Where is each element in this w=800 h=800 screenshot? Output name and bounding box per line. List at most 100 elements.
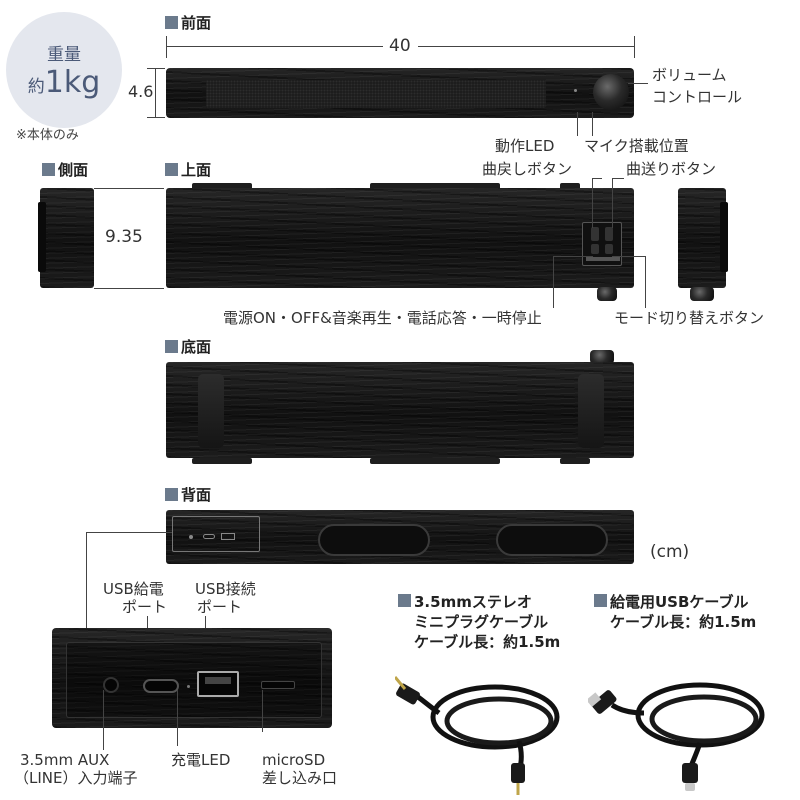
dim-height: 4.6	[128, 82, 154, 101]
label-led: 動作LED	[495, 137, 555, 155]
unit-label: (cm)	[650, 542, 690, 562]
side-panel-right	[720, 202, 728, 272]
dim-tick-bottom	[147, 117, 165, 118]
cable-usb-length: ケーブル長：約1.5m	[610, 613, 757, 631]
speaker-vent-left	[318, 524, 430, 556]
callout-line-next-h	[612, 178, 624, 179]
callout-line-power-h	[553, 256, 593, 257]
callout-line-next	[612, 178, 613, 228]
dim-line-height	[155, 68, 156, 118]
section-side: 側面	[42, 159, 88, 180]
dim-depth: 9.35	[105, 227, 143, 247]
label-microsd-2: 差し込み口	[262, 769, 338, 787]
stereo-cable-icon	[395, 676, 560, 795]
knob-edge-icon	[597, 287, 617, 301]
section-bottom: 底面	[165, 336, 211, 357]
cable-usb-title: 給電用USBケーブル	[594, 592, 756, 612]
label-prev-button: 曲戻しボタン	[482, 160, 573, 178]
cable-stereo-title: 3.5mmステレオ	[398, 592, 560, 612]
usbc-port-icon	[143, 679, 179, 693]
port-panel-zoom	[52, 628, 332, 728]
foot-bottom-center	[370, 458, 500, 464]
section-front: 前面	[165, 12, 211, 33]
speaker-back-view	[166, 510, 634, 564]
label-aux-2: （LINE）入力端子	[14, 769, 138, 787]
dim-tick-depth-bottom	[94, 288, 164, 289]
weight-title: 重量	[47, 45, 81, 65]
callout-line-mode-h	[612, 256, 645, 257]
dim-tick-left	[166, 36, 167, 58]
aux-port-icon	[103, 677, 119, 693]
speaker-front-view	[166, 68, 634, 118]
usba-port-icon	[197, 671, 239, 697]
mic-hole-icon	[574, 89, 577, 92]
callout-line-mic	[592, 112, 593, 136]
microsd-slot-icon	[261, 681, 295, 689]
foot-bottom-left	[192, 458, 252, 464]
port-panel-inner	[66, 642, 322, 718]
callout-line-volume	[628, 83, 648, 84]
dim-line-width-right	[418, 46, 634, 47]
usba-port-mini	[221, 533, 235, 540]
section-marker-icon	[594, 594, 607, 607]
callout-line-prev	[592, 178, 593, 228]
label-usb-conn-1: USB接続	[195, 580, 256, 598]
callout-line-led	[577, 112, 578, 136]
volume-knob-icon	[593, 74, 629, 110]
dim-tick-depth-top	[94, 188, 164, 189]
knob-bottom-icon	[590, 350, 614, 364]
callout-line-microsd	[262, 690, 263, 732]
speaker-bottom-view	[166, 362, 634, 458]
section-marker-icon	[165, 488, 178, 501]
control-panel	[582, 222, 622, 266]
foot-top-right	[560, 183, 580, 190]
aux-port-mini	[189, 535, 193, 539]
label-mic: マイク搭載位置	[584, 137, 689, 155]
label-aux-1: 3.5mm AUX	[20, 751, 110, 769]
foot-bottom-right	[560, 458, 590, 464]
rubber-foot-right	[578, 374, 604, 448]
foot-top-center	[370, 183, 500, 190]
usb-cable-icon	[588, 682, 765, 791]
dim-width: 40	[389, 36, 411, 56]
speaker-side-view-right	[678, 188, 728, 288]
callout-line-led-charge	[177, 690, 178, 746]
zoom-leader-h	[86, 532, 172, 533]
side-panel	[38, 202, 46, 272]
section-back: 背面	[165, 484, 211, 505]
front-grille	[206, 80, 546, 108]
label-volume-1: ボリューム	[652, 66, 727, 84]
section-top: 上面	[165, 159, 211, 180]
panel-print	[586, 257, 620, 261]
charge-led-icon	[187, 685, 190, 688]
label-charge-led: 充電LED	[171, 751, 231, 769]
power-button-icon[interactable]	[591, 244, 599, 254]
label-usb-power-1: USB給電	[103, 580, 164, 598]
section-marker-icon	[165, 163, 178, 176]
callout-line-mode	[645, 256, 646, 308]
label-power-button: 電源ON・OFF&音楽再生・電話応答・一時停止	[223, 309, 542, 327]
section-marker-icon	[165, 340, 178, 353]
speaker-side-view-left	[38, 188, 94, 288]
label-microsd-1: microSD	[262, 751, 326, 769]
callout-line-power	[553, 256, 554, 308]
label-usb-conn-2: ポート	[197, 598, 243, 616]
zoom-leader-v	[86, 532, 87, 628]
weight-value: 約1kg	[27, 65, 101, 100]
label-usb-power-2: ポート	[122, 598, 168, 616]
label-next-button: 曲送りボタン	[626, 160, 717, 178]
label-volume-2: コントロール	[652, 88, 743, 106]
prev-button-icon[interactable]	[591, 227, 599, 241]
mode-button-icon[interactable]	[605, 244, 613, 254]
foot-top-left	[192, 183, 252, 190]
dim-tick-right	[634, 36, 635, 58]
cable-stereo-subtitle: ミニプラグケーブル	[414, 613, 549, 631]
label-mode-button: モード切り替えボタン	[614, 309, 765, 327]
callout-line-prev-h	[592, 178, 602, 179]
usba-tongue	[205, 677, 231, 684]
section-marker-icon	[398, 594, 411, 607]
cable-stereo-label: 3.5mmステレオ ミニプラグケーブル ケーブル長：約1.5m	[398, 592, 560, 652]
next-button-icon[interactable]	[605, 227, 613, 241]
section-marker-icon	[42, 163, 55, 176]
dim-line-width-left	[166, 46, 383, 47]
